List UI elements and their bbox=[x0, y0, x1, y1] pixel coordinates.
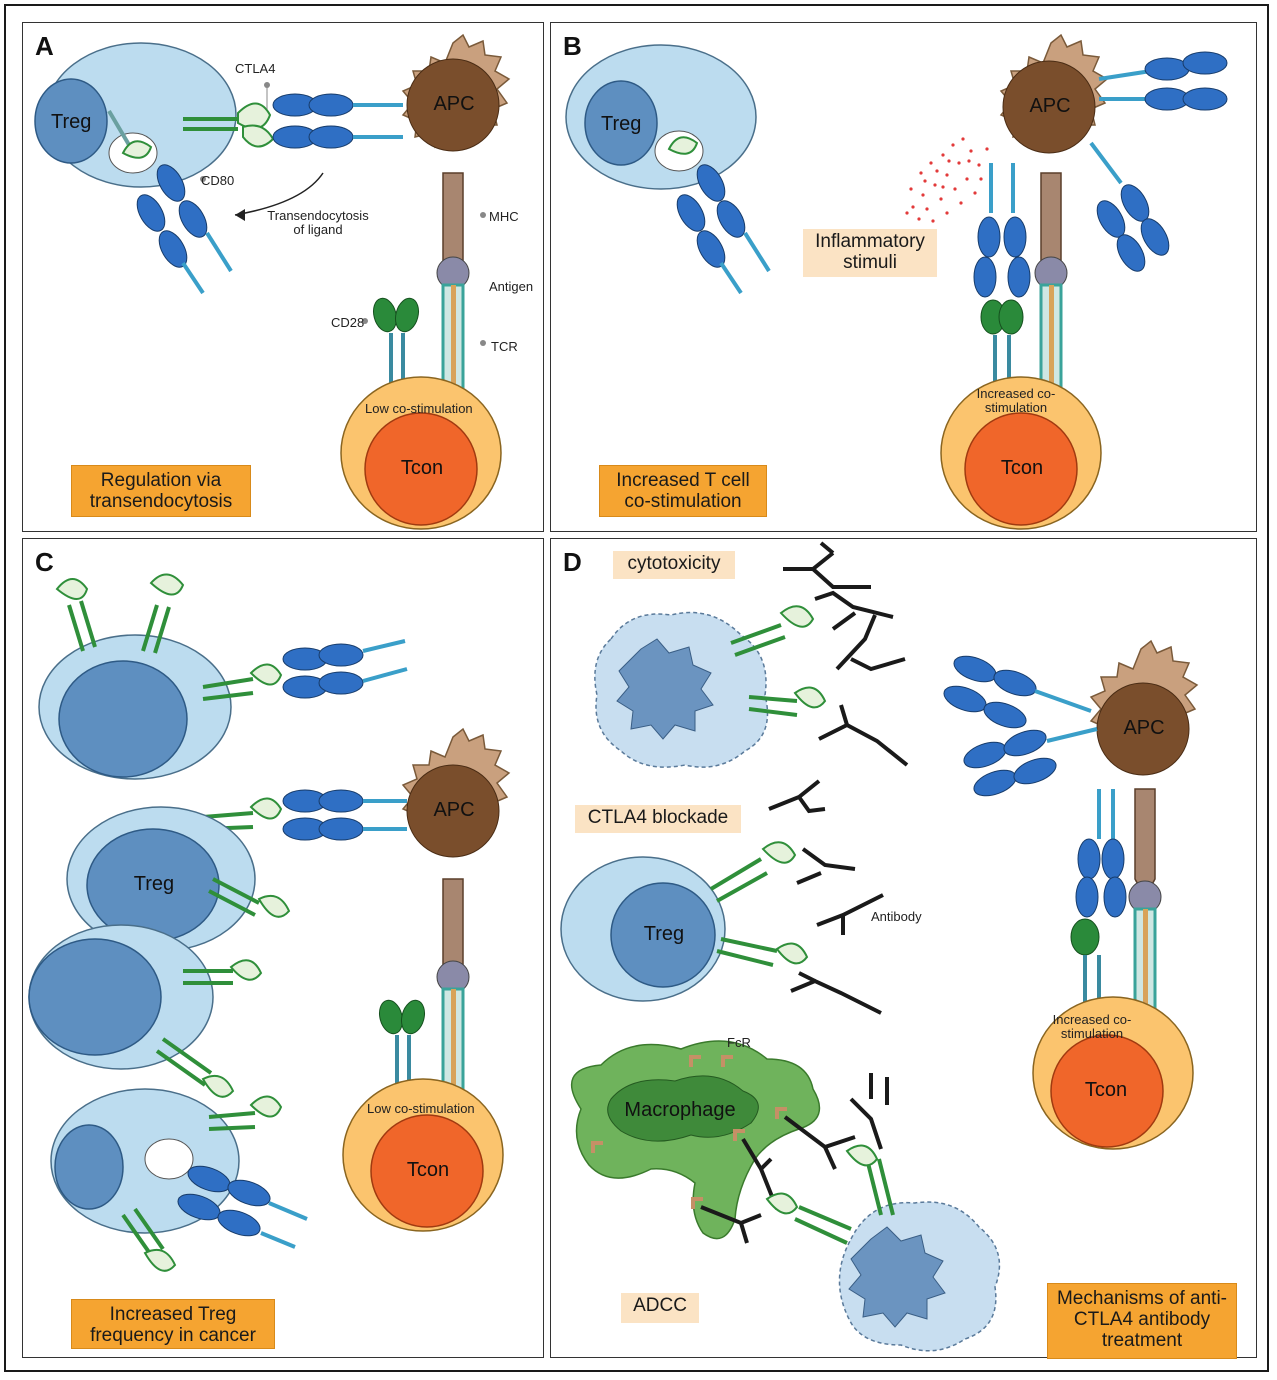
panel-b-caption: Increased T cell co-stimulation bbox=[599, 465, 767, 517]
mhc-label: MHC bbox=[489, 209, 519, 224]
mhc-molecule bbox=[1134, 788, 1156, 890]
antibody-label: Antibody bbox=[871, 909, 922, 924]
panel-a-letter: A bbox=[35, 31, 54, 61]
costim-label: Low co-stimulation bbox=[365, 401, 473, 416]
costim-label: Low co-stimulation bbox=[367, 1101, 475, 1116]
treg-nucleus bbox=[28, 938, 162, 1056]
transendocytosis-arrow bbox=[234, 172, 324, 216]
macrophage-label: Macrophage bbox=[624, 1099, 736, 1121]
fc-receptor bbox=[591, 1055, 787, 1209]
panel-a-caption: Regulation via transendocytosis bbox=[71, 465, 251, 517]
tcon-label: Tcon bbox=[406, 1159, 450, 1181]
cytotoxicity-tag: cytotoxicity bbox=[613, 551, 735, 579]
panel-c-letter: C bbox=[35, 547, 54, 577]
tcon-nucleus bbox=[370, 1114, 484, 1228]
apc-label: APC bbox=[433, 93, 475, 115]
fcr-label: FcR bbox=[727, 1035, 751, 1050]
inflammatory-stimuli-tag: Inflammatory stimuli bbox=[803, 229, 937, 277]
tcon-label: Tcon bbox=[1000, 457, 1044, 479]
tcon-nucleus bbox=[364, 412, 478, 526]
cd80-cluster-right bbox=[1089, 141, 1170, 272]
treg-nucleus bbox=[610, 882, 716, 988]
figure-frame bbox=[4, 4, 1269, 1372]
tcon-label: Tcon bbox=[400, 457, 444, 479]
treg-label: Treg bbox=[51, 111, 92, 133]
panel-a: A Treg APC Tcon CTLA4 CD80 Transendocyto… bbox=[22, 22, 544, 532]
treg-label: Treg bbox=[643, 923, 685, 945]
panel-c-caption: Increased Treg frequency in cancer bbox=[71, 1299, 275, 1349]
treg-nucleus bbox=[584, 80, 658, 166]
treg-label: Treg bbox=[133, 873, 175, 895]
cd80-cluster-left bbox=[943, 655, 1098, 797]
costim-label: Increased co-stimulation bbox=[976, 386, 1056, 415]
treg-label: Treg bbox=[601, 113, 642, 135]
treg-nucleus bbox=[58, 660, 188, 778]
apc-nucleus bbox=[406, 58, 500, 152]
panel-b-letter: B bbox=[563, 31, 582, 61]
apc-label: APC bbox=[1123, 717, 1165, 739]
panel-b-drawing bbox=[565, 33, 1228, 530]
apc-label: APC bbox=[433, 799, 475, 821]
cd28-label: CD28 bbox=[331, 315, 365, 330]
ctla4-label: CTLA4 bbox=[235, 61, 276, 76]
panel-d-letter: D bbox=[563, 547, 582, 577]
antigen-label: Antigen bbox=[489, 279, 534, 294]
antibody bbox=[783, 541, 909, 767]
apc-label: APC bbox=[1029, 95, 1071, 117]
treg-nucleus bbox=[34, 78, 108, 164]
tcon-label: Tcon bbox=[1084, 1079, 1128, 1101]
transendocytosis-label: Transendocytosis of ligand bbox=[267, 208, 369, 237]
cd28-receptor bbox=[372, 297, 398, 333]
treg-nucleus bbox=[54, 1124, 124, 1210]
cd80-label: CD80 bbox=[201, 173, 235, 188]
ctla4-blockade-tag: CTLA4 blockade bbox=[575, 805, 741, 833]
panel-c-drawing bbox=[28, 573, 511, 1272]
panel-d-drawing bbox=[560, 541, 1199, 1352]
antibody bbox=[768, 779, 884, 1015]
panel-c: C Treg APC Tcon Low co-stimulation Incre… bbox=[22, 538, 544, 1358]
apc-nucleus bbox=[406, 764, 500, 858]
panel-d-caption: Mechanisms of anti-CTLA4 antibody treatm… bbox=[1047, 1283, 1237, 1359]
inflammatory-dots bbox=[905, 137, 989, 223]
adcc-tag: ADCC bbox=[621, 1293, 699, 1323]
apc-nucleus bbox=[1002, 60, 1096, 154]
panel-d: D cytotoxicity CTLA4 blockade ADCC Treg … bbox=[550, 538, 1257, 1359]
panel-b: B Treg APC Tcon Inflammatory stimuli Inc… bbox=[550, 22, 1257, 532]
tcon-nucleus bbox=[1050, 1034, 1164, 1148]
costim-label: Increased co-stimulation bbox=[1052, 1012, 1132, 1041]
antibody bbox=[700, 1073, 889, 1244]
tcon-nucleus bbox=[964, 412, 1078, 526]
macrophage-nucleus bbox=[607, 1075, 759, 1142]
panel-a-drawing bbox=[34, 33, 511, 530]
cd28-receptor bbox=[378, 999, 404, 1035]
tcr-label: TCR bbox=[491, 339, 518, 354]
cd80-cluster-top bbox=[1098, 51, 1228, 111]
